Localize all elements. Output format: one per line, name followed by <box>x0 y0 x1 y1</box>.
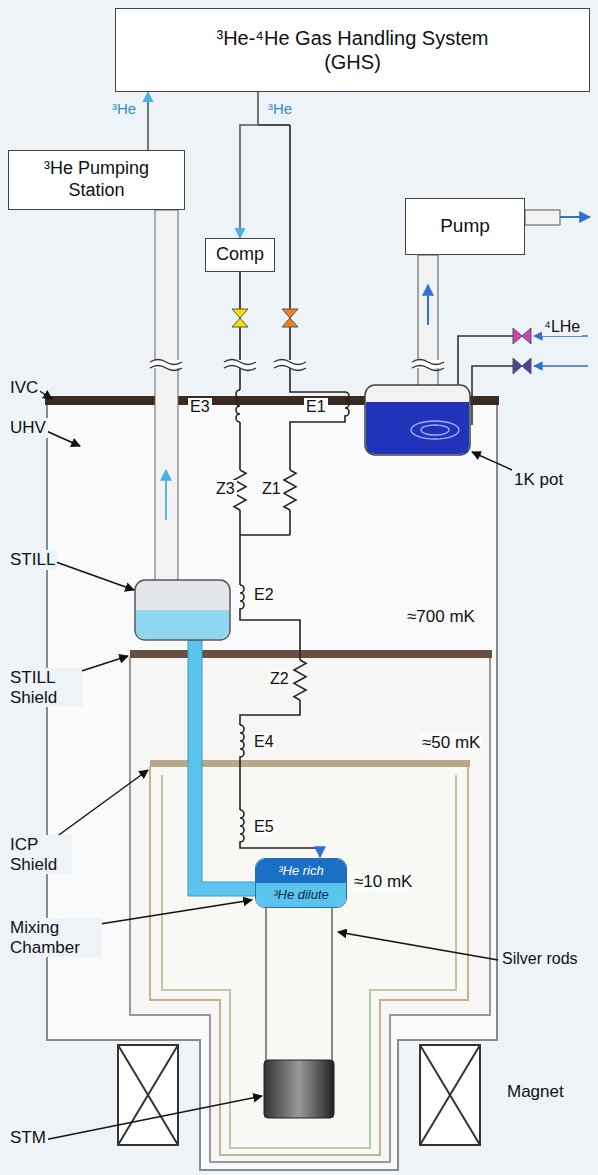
heat-exchanger-coil <box>236 390 240 422</box>
box-label: Comp <box>216 244 264 266</box>
phase-label: ³He rich <box>278 863 324 879</box>
heat-exchanger-coil <box>240 585 244 612</box>
still-liquid <box>136 610 229 639</box>
gas-handling-box: ³He-⁴He Gas Handling System (GHS) <box>115 8 590 92</box>
flow-arrow <box>319 848 321 857</box>
still-vessel <box>135 580 230 640</box>
dilute-return-tube <box>188 640 256 896</box>
component-label: E3 <box>188 398 212 416</box>
flow-arrow <box>560 216 590 218</box>
valve <box>232 309 531 374</box>
break-gap <box>412 360 444 368</box>
component-label: Z1 <box>260 480 283 498</box>
break-mark <box>150 360 182 365</box>
leader-line <box>38 390 512 1140</box>
compressor-box: Comp <box>205 238 275 272</box>
part-label: Mixing Chamber <box>8 918 102 957</box>
temperature-label: ≈10 mK <box>352 872 414 892</box>
return-line-wires <box>240 125 345 848</box>
one-k-pot <box>365 385 470 455</box>
break-mark <box>224 360 256 365</box>
box-label: ³He-⁴He Gas Handling System (GHS) <box>203 26 503 74</box>
still-pumping-line <box>155 210 178 582</box>
mixing-chamber: ³He rich ³He dilute <box>255 858 347 908</box>
part-label: ICP Shield <box>8 835 72 874</box>
pump-exhaust <box>525 210 560 225</box>
part-label: STM <box>8 1128 48 1148</box>
temperature-label: ≈700 mK <box>405 607 477 627</box>
ivc-outline <box>47 404 497 1170</box>
flow-line <box>147 92 149 150</box>
break-mark <box>224 366 256 371</box>
heat-exchanger-coil <box>345 392 349 420</box>
component-label: Z3 <box>214 480 237 498</box>
box-label: ³He Pumping Station <box>32 158 162 201</box>
heat-exchanger <box>234 390 349 845</box>
break-gap <box>224 360 256 368</box>
break-mark <box>150 360 444 371</box>
stm-head <box>264 1060 334 1118</box>
box-label: Pump <box>440 215 490 238</box>
pot-coil <box>411 421 459 439</box>
component-label: Z2 <box>268 670 291 688</box>
flow-arrow <box>165 470 167 520</box>
pump-box: Pump <box>405 198 525 255</box>
part-label: STILL <box>8 550 57 570</box>
component-label: E5 <box>252 818 276 836</box>
part-label: Magnet <box>505 1082 566 1102</box>
part-label: ⁴LHe <box>542 318 582 336</box>
flow-label: ³He <box>110 100 138 117</box>
part-label: STILL Shield <box>8 668 82 707</box>
break-mark <box>412 360 444 365</box>
part-label: IVC <box>8 378 40 398</box>
flow-line <box>240 92 258 238</box>
still-shield-outline <box>130 657 490 1162</box>
impedance-symbol <box>284 470 296 510</box>
break-gap <box>150 360 182 368</box>
heat-exchanger-coil <box>240 725 244 760</box>
break-mark <box>150 366 182 371</box>
break-mark <box>274 366 306 371</box>
phase-label: ³He dilute <box>273 887 329 903</box>
magnet-coil <box>118 1045 480 1145</box>
part-label: 1K pot <box>512 470 565 490</box>
silver-rods <box>266 908 332 1062</box>
pot-liquid <box>366 402 469 454</box>
flow-connector <box>240 92 258 238</box>
break-mark <box>412 366 444 371</box>
pumping-station-box: ³He Pumping Station <box>8 150 185 210</box>
flow-connector <box>148 92 149 150</box>
impedance-symbol <box>294 660 306 700</box>
phase-layer: ³He rich <box>256 859 346 883</box>
inner-shield-outline <box>162 775 456 1148</box>
temperature-label: ≈50 mK <box>420 733 482 753</box>
component-label: E2 <box>252 586 276 604</box>
component-label: E4 <box>252 733 276 751</box>
helium-fill-line <box>458 336 588 430</box>
component-label: E1 <box>304 398 328 416</box>
flow-arrow <box>427 285 429 325</box>
flow-label: ³He <box>266 100 294 117</box>
part-label: Silver rods <box>500 950 580 968</box>
break-mark <box>274 360 306 365</box>
phase-layer: ³He dilute <box>256 883 346 907</box>
part-label: UHV <box>8 418 48 438</box>
heat-exchanger-coil <box>240 810 244 845</box>
still-shield-plate <box>130 650 492 658</box>
break-gap <box>274 360 306 368</box>
